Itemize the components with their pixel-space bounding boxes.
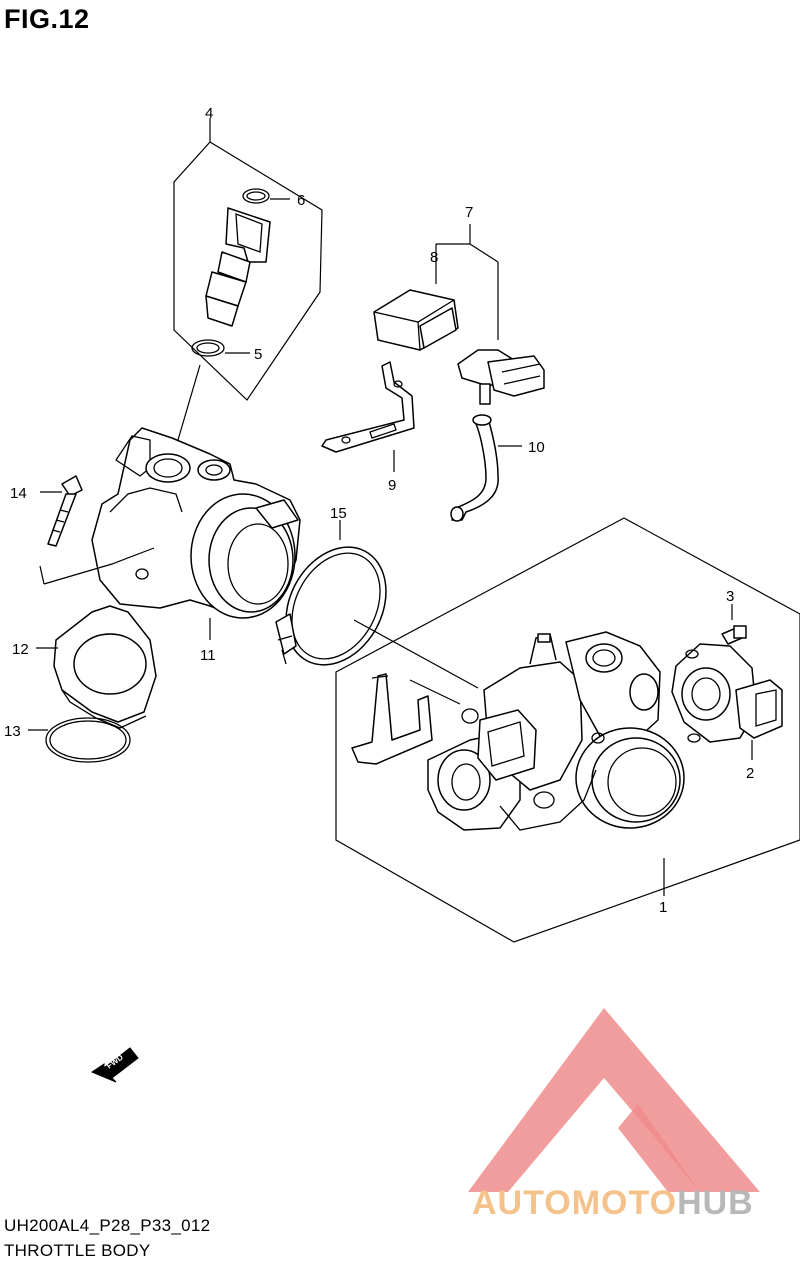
o-ring-13 — [28, 717, 131, 763]
sensor-case-8 — [373, 289, 459, 351]
pressure-sensor — [457, 349, 545, 405]
model-code: UH200AL4_P28_P33_012 — [4, 1216, 211, 1235]
callout-8: 8 — [430, 249, 438, 266]
section-name: THROTTLE BODY — [4, 1241, 151, 1260]
callout-2: 2 — [746, 765, 754, 782]
watermark-text: AUTOMOTOHUB — [472, 1184, 754, 1223]
callout-13: 13 — [4, 723, 21, 740]
callout-9: 9 — [388, 477, 396, 494]
injector-group-box — [173, 118, 323, 401]
callout-10: 10 — [528, 439, 545, 456]
bolt-14 — [39, 475, 155, 585]
callout-1: 1 — [659, 899, 667, 916]
insulator-12 — [36, 605, 157, 729]
callout-7: 7 — [465, 204, 473, 221]
callout-5: 5 — [254, 346, 262, 363]
watermark-logo — [468, 1008, 760, 1192]
clamp-15 — [275, 520, 479, 689]
callout-3: 3 — [726, 588, 734, 605]
o-ring-5 — [191, 339, 225, 357]
callout-11: 11 — [200, 647, 216, 664]
bracket-9 — [321, 361, 415, 472]
throttle-body-group-box — [335, 517, 800, 943]
throttle-body-1 — [351, 631, 685, 831]
fuel-injector — [205, 207, 271, 327]
fwd-arrow-icon: FWD — [90, 1047, 139, 1083]
callout-6: 6 — [297, 192, 305, 209]
figure-title: FIG.12 — [4, 4, 90, 34]
callout-12: 12 — [12, 641, 29, 658]
vacuum-hose-10 — [450, 414, 522, 522]
callout-14: 14 — [10, 485, 27, 502]
throttle-position-sensor-2 — [671, 643, 783, 760]
callout-15: 15 — [330, 505, 347, 522]
callout-4: 4 — [205, 105, 213, 122]
intake-pipe-11 — [91, 427, 301, 640]
watermark-text-part1: AUTOMOTO — [472, 1184, 678, 1222]
screw-3 — [721, 604, 747, 645]
watermark-text-part2: HUB — [677, 1184, 754, 1222]
o-ring-6 — [242, 188, 270, 204]
sensor-group-bracket — [435, 224, 499, 340]
